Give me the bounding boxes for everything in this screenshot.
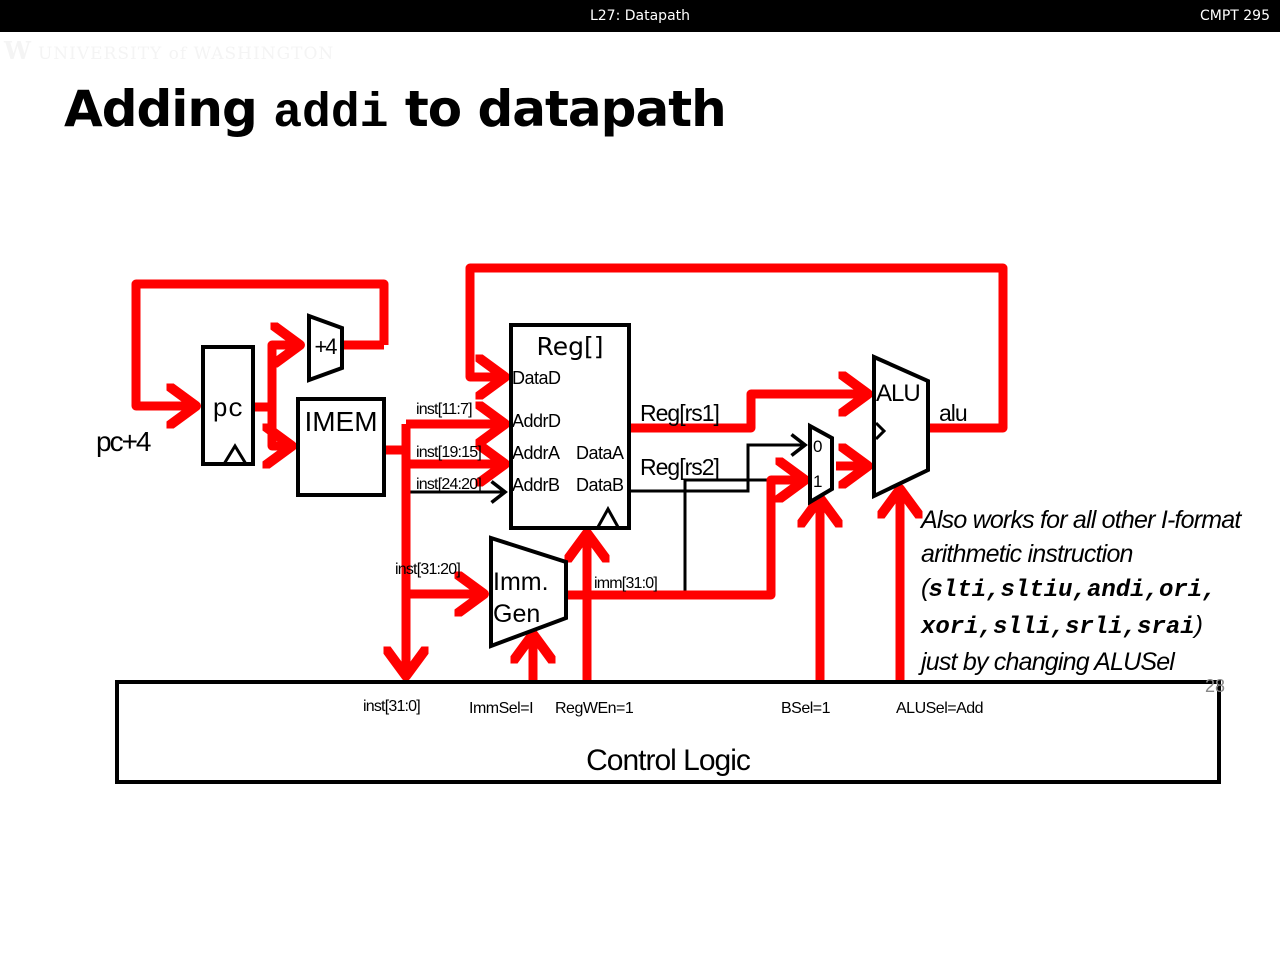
plus4-adder: [307, 313, 344, 383]
control-regwen: RegWEn=1: [555, 700, 634, 717]
note-line-4: xori,slli,srli,srai): [921, 608, 1280, 645]
register-file: [509, 323, 631, 530]
note-line-1: Also works for all other I-format: [921, 506, 1241, 534]
mux-input-1: 1: [813, 472, 822, 491]
wire-imm-to-mux: [568, 480, 805, 600]
wire-datab-out: [630, 433, 808, 493]
imm-gen-label-1: Imm.: [493, 568, 549, 596]
b-mux: [808, 422, 834, 506]
plus4-label: +4: [314, 334, 337, 359]
course-label: CMPT 295: [1199, 8, 1270, 24]
control-logic-block: [115, 680, 1221, 784]
title-code: addi: [273, 87, 389, 141]
wire-alu-writeback: [465, 263, 1008, 433]
uw-w-icon: W: [4, 36, 32, 65]
wire-pc-feedback: [131, 279, 389, 406]
signal-inst-rs1: inst[19:15]: [416, 444, 481, 461]
regfile-label: Reg[]: [536, 332, 603, 361]
wire-imm-branch: [683, 478, 770, 595]
note-close-paren: ): [1194, 611, 1203, 639]
port-addra: AddrA: [512, 443, 560, 463]
control-immsel: ImmSel=I: [469, 700, 533, 717]
port-datad: DataD: [512, 368, 561, 388]
signal-inst-full: inst[31:0]: [363, 698, 420, 715]
control-alusel: ALUSel=Add: [896, 700, 983, 717]
alu-block: [872, 353, 930, 500]
title-prefix: Adding: [64, 80, 274, 138]
port-addrd: AddrD: [512, 411, 561, 431]
port-addrb: AddrB: [512, 475, 560, 495]
alu-notch-icon: [874, 421, 887, 441]
signal-imm: imm[31:0]: [594, 575, 657, 592]
mux-input-0: 0: [813, 437, 822, 456]
lecture-title: L27: Datapath: [589, 8, 691, 24]
control-bsel: BSel=1: [781, 700, 831, 717]
note-line-2: arithmetic instruction: [921, 540, 1133, 568]
note-open-paren: (: [921, 574, 929, 602]
inactive-wires: [408, 433, 808, 595]
note-line-3: (slti,sltiu,andi,ori,: [921, 571, 1280, 608]
slide-header-bar: L27: Datapath CMPT 295: [0, 0, 1280, 32]
port-dataa: DataA: [576, 443, 624, 463]
note-instructions-2: xori,slli,srli,srai: [921, 614, 1195, 641]
regfile-clock-icon: [596, 505, 620, 528]
wire-pc-to-imem: [272, 407, 292, 446]
imem-label: IMEM: [304, 406, 377, 437]
port-datab: DataB: [576, 475, 624, 495]
signal-inst-rd: inst[11:7]: [416, 401, 472, 418]
wire-rs1-to-alu: [630, 394, 868, 433]
wire-pc-to-plus4: [267, 345, 300, 407]
pc-clock-icon: [222, 443, 248, 465]
pc-register: [201, 345, 255, 466]
imem-block: [296, 397, 386, 497]
note-instructions-1: slti,sltiu,andi,ori,: [928, 577, 1217, 604]
control-logic-label: Control Logic: [586, 744, 751, 777]
signal-inst-rs2: inst[24:20]: [416, 476, 481, 493]
slide-title: Adding addi to datapath: [64, 80, 727, 141]
logo-text: UNIVERSITY of WASHINGTON: [37, 44, 335, 64]
title-suffix: to datapath: [388, 80, 727, 138]
alu-label: ALU: [876, 380, 920, 407]
signal-pc-plus4: pc+4: [96, 426, 151, 457]
page-number: 28: [1205, 676, 1226, 696]
imm-gen-label-2: Gen: [493, 600, 540, 628]
signal-inst-imm: inst[31:20]: [395, 561, 460, 578]
note-line-5: just by changing ALUSel: [921, 648, 1175, 676]
signal-reg-rs2: Reg[rs2]: [640, 454, 719, 480]
i-format-note: Also works for all other I-format arithm…: [921, 503, 1280, 679]
signal-alu-out: alu: [939, 400, 967, 426]
signal-reg-rs1: Reg[rs1]: [640, 400, 719, 426]
imm-gen-block: [489, 535, 568, 649]
pc-label: pc: [212, 394, 243, 424]
active-wires: [131, 263, 1008, 680]
